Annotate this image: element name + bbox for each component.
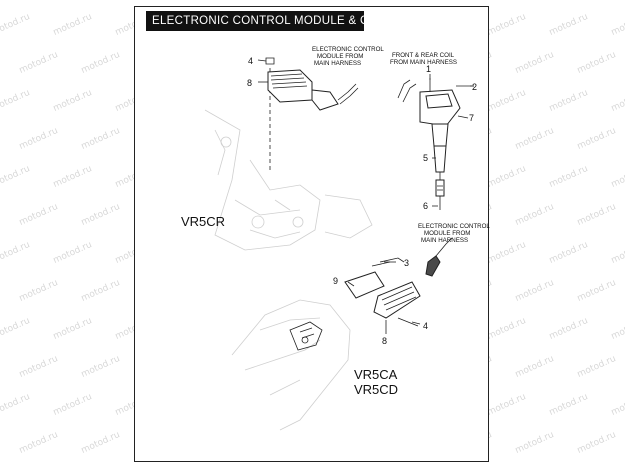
model-label-top: VR5CR (181, 214, 225, 229)
note-coil-top: FRONT & REAR COIL FROM MAIN HARNESS (390, 52, 457, 66)
ecm-module-bottom (344, 237, 453, 327)
note-ecm-top: ELECTRONIC CONTROL MODULE FROM MAIN HARN… (312, 46, 384, 67)
callout-bottom-bracket: 9 (333, 276, 338, 286)
callout-bottom-bolt-b: 4 (423, 321, 428, 331)
ecm-module-top (265, 57, 359, 170)
callout-spark-plug: 6 (423, 201, 428, 211)
svg-text:MODULE FROM: MODULE FROM (317, 53, 363, 60)
svg-text:MAIN HARNESS: MAIN HARNESS (314, 60, 361, 67)
callout-bottom-bolt-a: 3 (404, 258, 409, 268)
motorcycle-frame-ghost-bottom (231, 299, 351, 431)
callout-top-module: 8 (247, 78, 252, 88)
callout-bottom-module: 8 (382, 336, 387, 346)
callout-coil-screw: 1 (426, 64, 431, 74)
note-ecm-bottom: ELECTRONIC CONTROL MODULE FROM MAIN HARN… (418, 223, 490, 244)
svg-text:FRONT & REAR COIL: FRONT & REAR COIL (392, 52, 455, 59)
svg-text:FROM MAIN HARNESS: FROM MAIN HARNESS (390, 59, 457, 66)
ignition-coil-assembly (397, 78, 474, 210)
model-label-bottom-1: VR5CA (354, 367, 398, 382)
svg-text:MAIN HARNESS: MAIN HARNESS (421, 237, 468, 244)
svg-text:ELECTRONIC CONTROL: ELECTRONIC CONTROL (312, 46, 384, 53)
callout-coil-body: 7 (469, 113, 474, 123)
svg-text:ELECTRONIC CONTROL: ELECTRONIC CONTROL (418, 223, 490, 230)
page-title: ELECTRONIC CONTROL MODULE & COIL (146, 11, 388, 31)
callout-coil-boot: 5 (423, 153, 428, 163)
callout-coil-bolt: 2 (472, 82, 477, 92)
motorcycle-frame-ghost-top (204, 109, 373, 251)
model-label-bottom-2: VR5CD (354, 382, 398, 397)
svg-text:MODULE FROM: MODULE FROM (424, 230, 470, 237)
callout-top-bolt: 4 (248, 56, 253, 66)
